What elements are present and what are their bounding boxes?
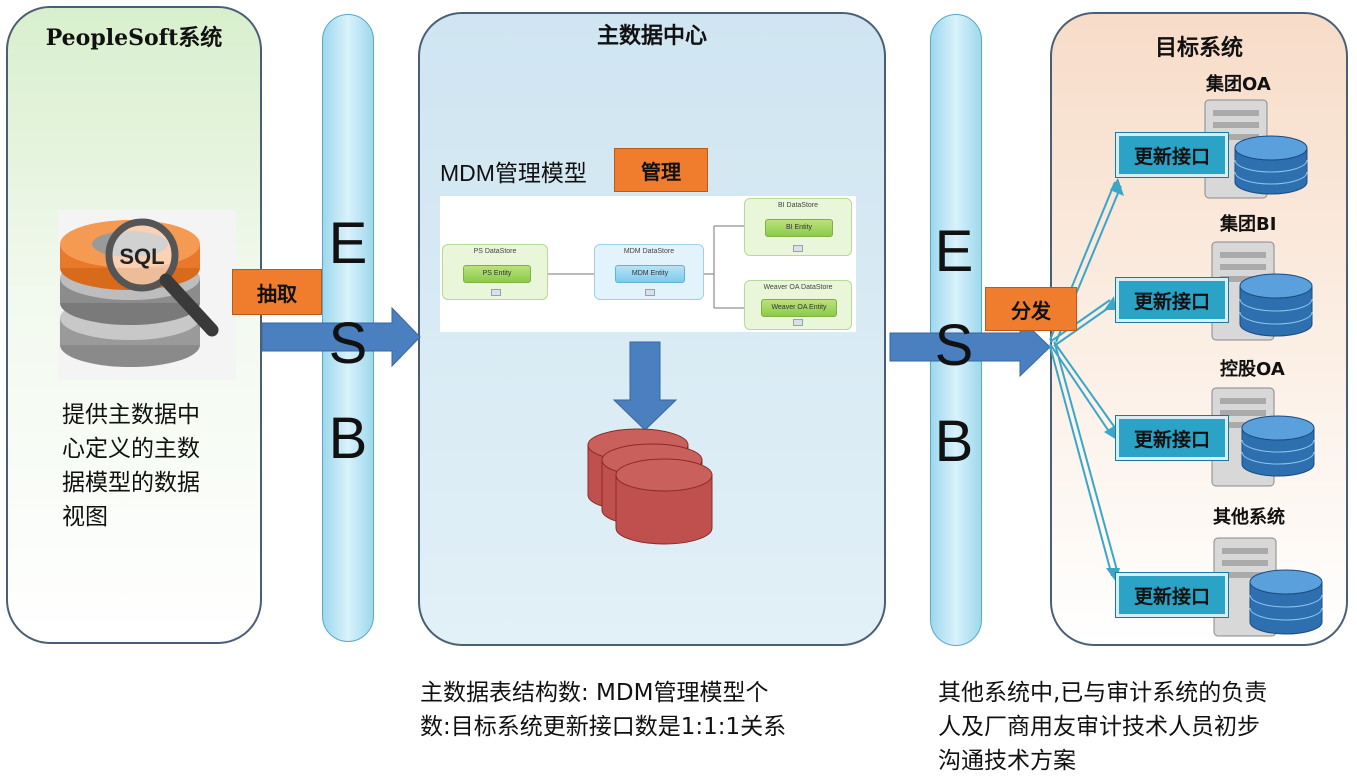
update-interface-box: 更新接口 (1115, 415, 1229, 461)
target-label: 控股OA (1220, 359, 1285, 380)
esb-left-letter-e: E (328, 211, 368, 276)
esb-left-letter-b: B (328, 406, 368, 471)
description-line: 据模型的数据 (62, 470, 200, 496)
update-interface-box: 更新接口 (1115, 132, 1229, 178)
mdm-entity: MDM Entity (615, 265, 685, 283)
target-label: 集团BI (1220, 214, 1277, 235)
update-interface-box: 更新接口 (1115, 277, 1229, 323)
description-line: 视图 (62, 504, 108, 530)
bi-datastore: BI DataStore BI Entity (744, 198, 852, 256)
target-systems-panel (1050, 12, 1348, 646)
ratio-note: 主数据表结构数: MDM管理模型个 数:目标系统更新接口数是1:1:1关系 (420, 676, 786, 744)
note-line: 数:目标系统更新接口数是1:1:1关系 (420, 714, 787, 740)
other-systems-note: 其他系统中,已与审计系统的负责 人及厂商用友审计技术人员初步 沟通技术方案 (938, 676, 1267, 778)
update-interface-box: 更新接口 (1115, 572, 1229, 618)
peoplesoft-panel (6, 6, 262, 644)
esb-right-letter-e: E (934, 219, 974, 284)
mdm-model-label: MDM管理模型 (440, 160, 587, 186)
extract-label: 抽取 (232, 269, 322, 315)
collapse-icon (793, 245, 803, 252)
ps-datastore: PS DataStore PS Entity (442, 244, 548, 300)
target-label: 其他系统 (1213, 507, 1285, 528)
weaver-datastore-title: Weaver OA DataStore (763, 284, 833, 291)
note-line: 主数据表结构数: MDM管理模型个 (420, 680, 769, 706)
description-line: 心定义的主数 (62, 436, 200, 462)
note-line: 其他系统中,已与审计系统的负责 (938, 680, 1268, 706)
mdm-center-title: 主数据中心 (596, 24, 707, 49)
note-line: 沟通技术方案 (938, 748, 1076, 774)
description-line: 提供主数据中 (62, 402, 200, 428)
peoplesoft-title: PeopleSoft系统 (45, 25, 223, 51)
collapse-icon (645, 289, 655, 296)
ps-datastore-title: PS DataStore (473, 248, 517, 255)
esb-right-letter-b: B (934, 409, 974, 474)
bi-entity: BI Entity (765, 219, 833, 237)
weaver-entity: Weaver OA Entity (761, 299, 837, 317)
manage-label: 管理 (614, 148, 708, 192)
weaver-datastore: Weaver OA DataStore Weaver OA Entity (744, 280, 852, 330)
mdm-model-diagram: PS DataStore PS Entity MDM DataStore MDM… (440, 196, 856, 332)
target-systems-title: 目标系统 (1154, 36, 1243, 61)
esb-right-letter-s: S (934, 313, 974, 378)
mdm-datastore-title: MDM DataStore (623, 248, 675, 255)
note-line: 人及厂商用友审计技术人员初步 (938, 714, 1260, 740)
mdm-datastore: MDM DataStore MDM Entity (594, 244, 704, 300)
peoplesoft-description: 提供主数据中 心定义的主数 据模型的数据 视图 (62, 398, 200, 534)
bi-datastore-title: BI DataStore (777, 202, 819, 209)
collapse-icon (491, 289, 501, 296)
target-label: 集团OA (1206, 74, 1271, 95)
collapse-icon (793, 319, 803, 326)
ps-entity: PS Entity (463, 265, 531, 283)
distribute-label: 分发 (985, 287, 1077, 331)
esb-left-letter-s: S (328, 311, 368, 376)
